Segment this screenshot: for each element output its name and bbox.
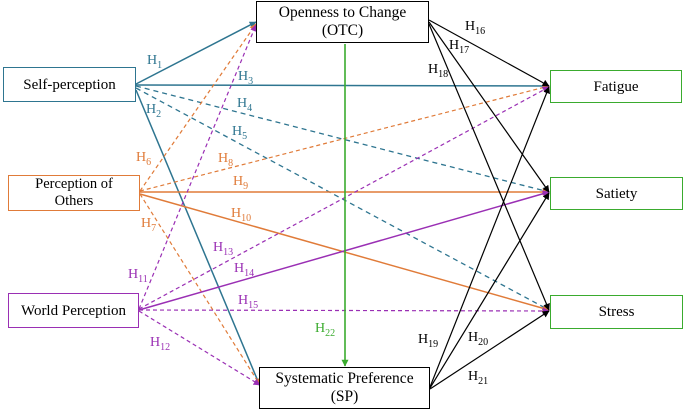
edge-h2: [135, 89, 261, 387]
edge-h6: [139, 23, 257, 192]
edge-h3: [135, 82, 550, 90]
label-h8: H8: [218, 151, 234, 169]
edge-h16: [428, 19, 550, 87]
node-fatigue-label: Fatigue: [593, 78, 639, 95]
edge-h1: [135, 21, 257, 85]
label-h6: H6: [136, 150, 152, 168]
edge-h15: [138, 307, 550, 315]
node-systematic-preference: Systematic Preference (SP): [259, 367, 430, 409]
node-self-perception: Self-perception: [3, 67, 136, 102]
edge-h17: [428, 21, 550, 193]
node-satiety: Satiety: [550, 177, 683, 210]
label-h22: H22: [315, 321, 336, 339]
label-h7: H7: [141, 216, 157, 234]
label-h21: H21: [468, 369, 489, 387]
label-h16: H16: [465, 19, 486, 37]
edge-h20: [429, 192, 550, 389]
edge-h13: [138, 86, 550, 310]
node-world-perception: World Perception: [8, 293, 139, 328]
label-h19: H19: [418, 332, 439, 350]
label-h18: H18: [428, 62, 449, 80]
edge-h4: [135, 85, 550, 194]
node-openness-to-change: Openness to Change (OTC): [256, 1, 429, 43]
label-h9: H9: [233, 174, 249, 192]
label-h17: H17: [449, 38, 470, 56]
node-perception-of-others: Perception of Others: [8, 175, 140, 211]
edge-h11: [138, 24, 257, 310]
node-self-label: Self-perception: [23, 76, 116, 93]
label-h10: H10: [231, 206, 252, 224]
label-h11: H11: [128, 267, 148, 285]
label-h20: H20: [468, 330, 489, 348]
node-fatigue: Fatigue: [550, 70, 682, 103]
label-h15: H15: [238, 293, 259, 311]
label-h5: H5: [232, 124, 248, 142]
node-perc-label: Perception of Others: [35, 176, 113, 209]
node-stress-label: Stress: [598, 304, 635, 320]
label-h1: H1: [147, 53, 163, 71]
node-stress: Stress: [550, 295, 683, 329]
label-h14: H14: [234, 261, 255, 279]
label-h4: H4: [237, 96, 253, 114]
edge-h14: [138, 190, 550, 311]
node-sp-label: Systematic Preference (SP): [275, 370, 414, 405]
edge-h7: [139, 193, 261, 386]
label-h12: H12: [150, 335, 171, 353]
node-satiety-label: Satiety: [595, 185, 638, 202]
edge-h19: [429, 86, 550, 388]
edge-h18: [428, 23, 550, 311]
edge-h21: [429, 310, 550, 390]
label-h13: H13: [213, 240, 234, 258]
label-h2: H2: [146, 102, 162, 120]
node-world-label: World Perception: [20, 302, 126, 319]
label-h3: H3: [238, 69, 254, 87]
edge-h12: [138, 310, 261, 386]
node-otc-label: Openness to Change (OTC): [278, 4, 407, 39]
